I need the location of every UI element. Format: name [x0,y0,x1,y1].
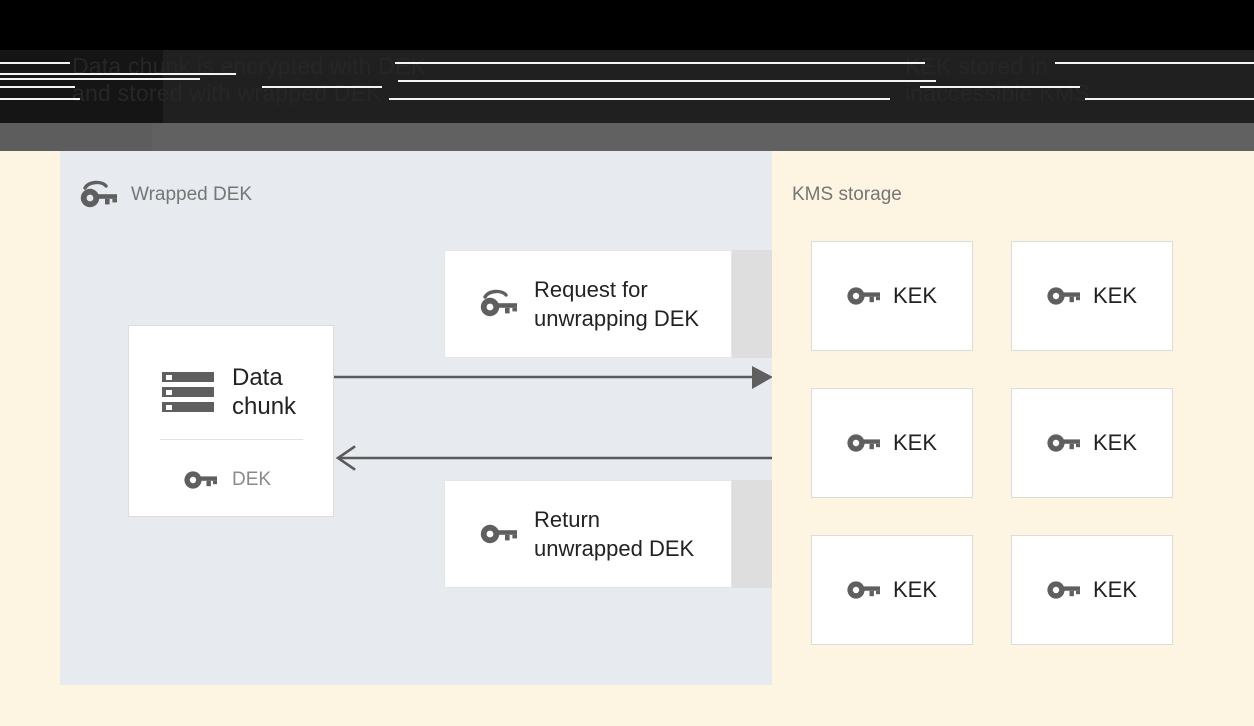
kek-grid: KEK KEK KEK KEK KEK [811,241,1173,651]
strike-line [1085,98,1254,100]
kek-label: KEK [892,577,938,602]
strike-line [398,80,936,82]
key-icon [847,430,881,456]
key-icon [1047,577,1081,603]
kek-card[interactable]: KEK [1011,388,1173,498]
key-icon [479,518,519,550]
kek-card[interactable]: KEK [811,535,973,645]
request-unwrap-card[interactable]: Request for unwrapping DEK [444,250,732,358]
wrapped-dek-panel-title: Wrapped DEK [131,184,253,205]
strike-line [0,78,200,80]
strike-line [1055,62,1254,64]
return-unwrapped-label: Return unwrapped DEK [534,507,695,561]
data-chunk-card-footer: DEK [129,459,335,501]
dek-label: DEK [232,469,272,490]
storage-chunk-icon [160,370,216,414]
strike-line [389,98,890,100]
strike-line [262,86,382,88]
wrapped-key-icon [79,179,119,211]
strike-line [395,62,925,64]
request-unwrap-label: Request for unwrapping DEK [534,277,700,331]
kek-card[interactable]: KEK [1011,535,1173,645]
kek-card[interactable]: KEK [811,241,973,351]
header-gray-band-left [0,123,152,151]
kek-label: KEK [892,430,938,455]
kek-label: KEK [1092,283,1138,308]
kek-label: KEK [1092,430,1138,455]
strike-line [0,86,75,88]
kek-card[interactable]: KEK [811,388,973,498]
strike-line [0,73,236,75]
strike-line [920,86,1080,88]
wrapped-key-icon [479,288,519,320]
data-chunk-title: Data chunk [232,364,297,420]
kek-label: KEK [1092,577,1138,602]
data-chunk-card-header: Data chunk [129,348,335,436]
key-icon [847,577,881,603]
kms-storage-panel-title: KMS storage [792,184,902,205]
kek-card[interactable]: KEK [1011,241,1173,351]
data-chunk-card[interactable]: Data chunk DEK [128,325,334,517]
data-chunk-divider [160,439,303,440]
kek-label: KEK [892,283,938,308]
header-left-caption: Data chunk is encrypted with DEK and sto… [72,53,427,106]
key-icon [847,283,881,309]
key-icon [1047,283,1081,309]
top-black-band [0,0,1254,50]
strike-line [0,62,70,64]
header-gray-band [0,123,1254,151]
key-icon [184,467,218,493]
return-unwrapped-card[interactable]: Return unwrapped DEK [444,480,732,588]
key-icon [1047,430,1081,456]
header-right-caption: KEK stored in inaccessible KMS [905,53,1090,106]
strike-line [0,98,80,100]
